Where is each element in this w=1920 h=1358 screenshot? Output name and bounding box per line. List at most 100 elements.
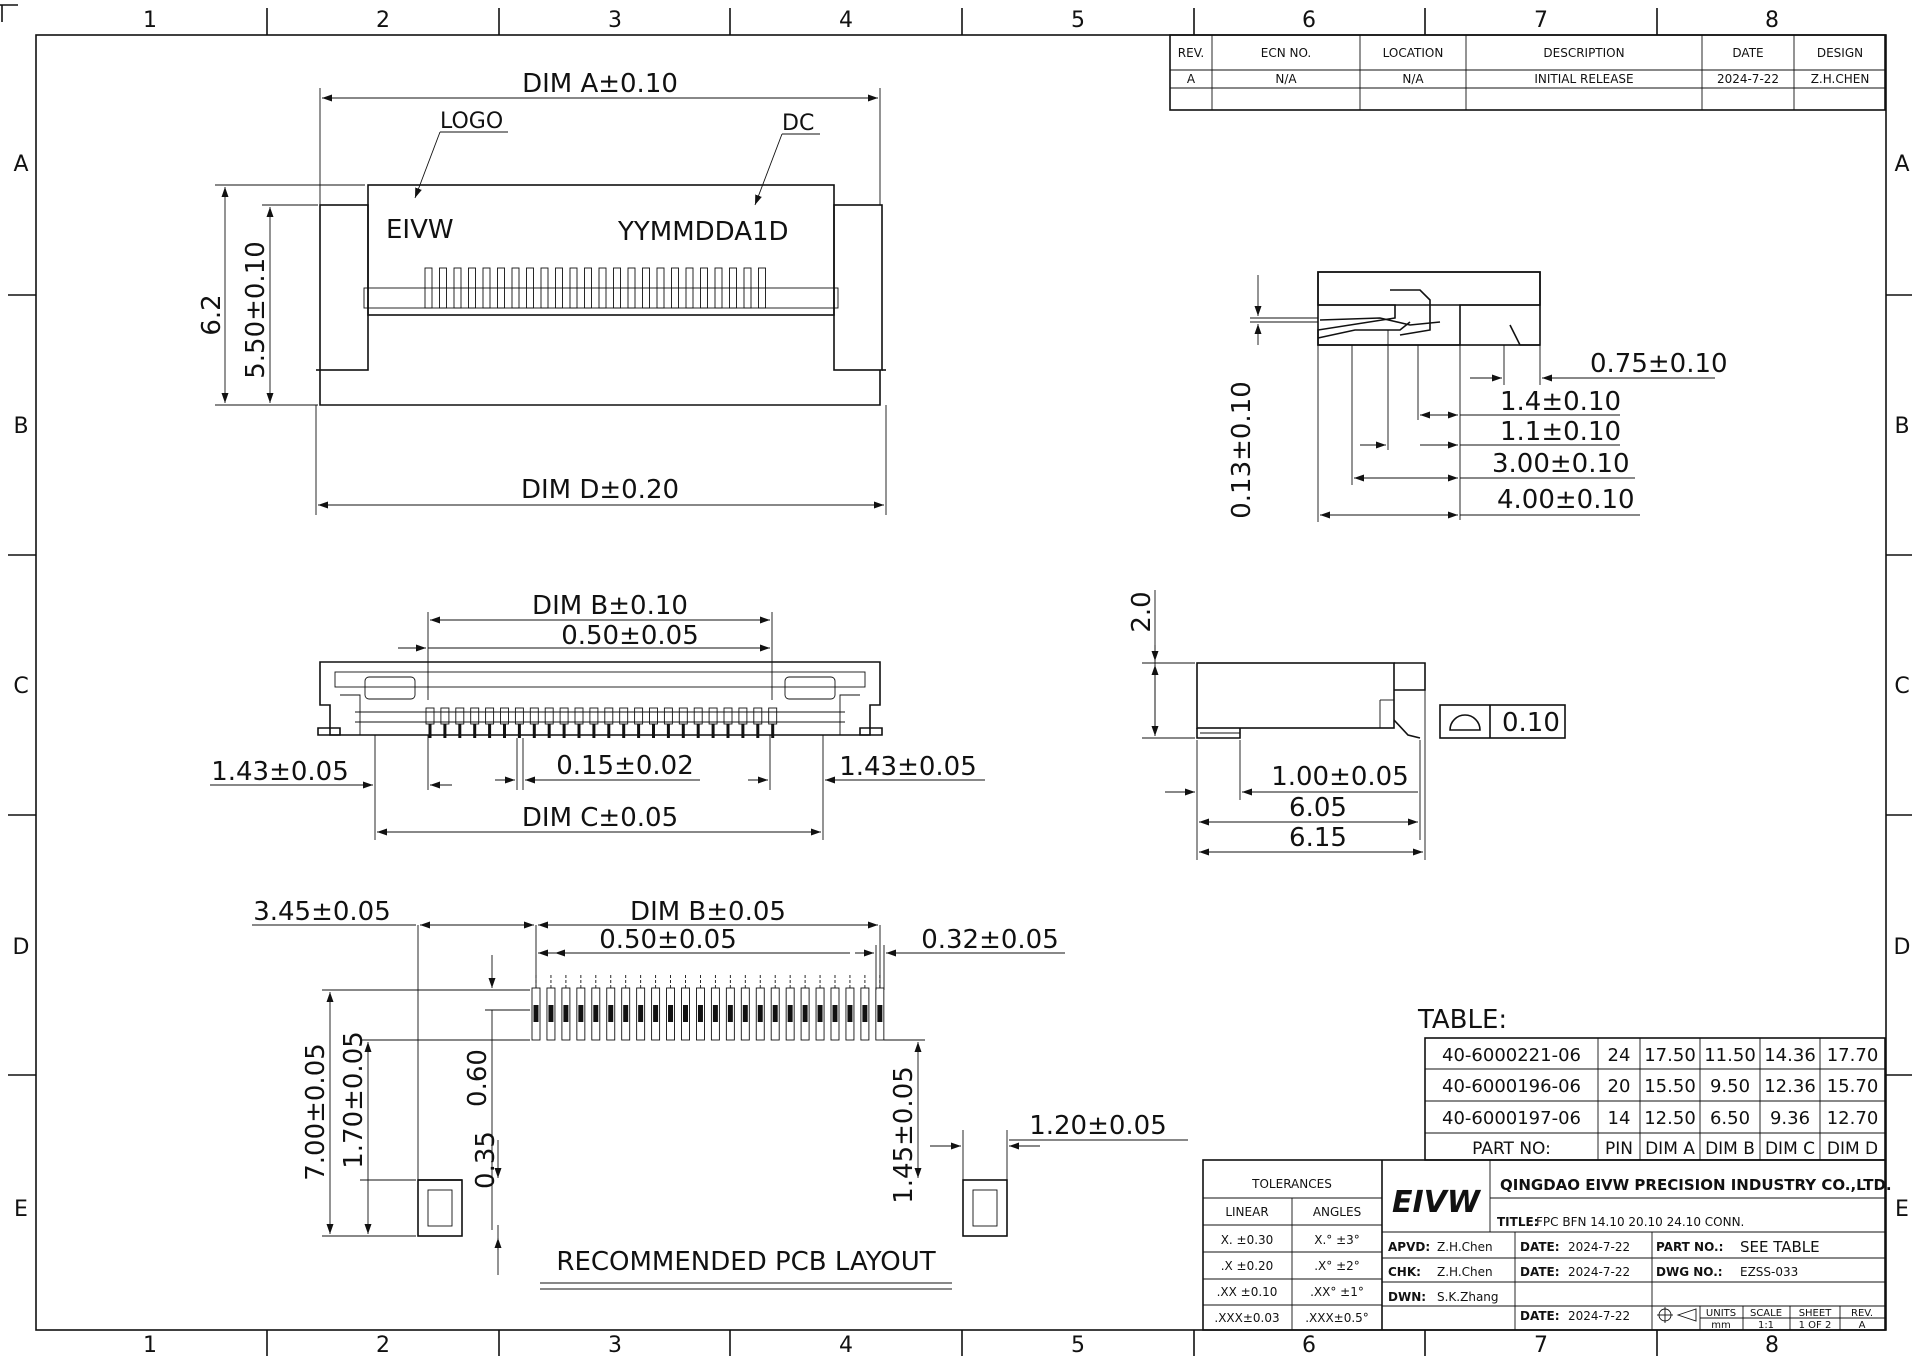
grid-row-left-A: A [13, 152, 28, 177]
grid-row-right-C: C [1894, 674, 1909, 699]
pcb-pad-fill [712, 1005, 718, 1022]
top-view-tooth [700, 267, 708, 309]
top-view-tooth [714, 267, 723, 309]
dim-615-label: 6.15 [1289, 823, 1347, 853]
logo-callout: LOGO [440, 109, 503, 134]
date-value-2: 2024-7-22 [1568, 1265, 1630, 1279]
grid-col-top-6: 6 [1302, 8, 1316, 33]
top-view-tooth [511, 267, 520, 309]
grid-row-right-A: A [1894, 152, 1909, 177]
pcb-170-label: 1.70±0.05 [339, 1031, 369, 1169]
pcb-060-label: 0.60 [463, 1049, 493, 1107]
pcb-pad-fill [638, 1005, 644, 1022]
parts-table-header: PART NO: [1472, 1139, 1551, 1159]
pcb-pad-fill [862, 1005, 868, 1022]
tolerance-linear-cell: X. ±0.30 [1221, 1233, 1274, 1247]
side-section-view: 0.13±0.10 0.75±0.10 1.4±0.10 1.1±0.10 3.… [1227, 271, 1728, 522]
parts-table-cell: 14.36 [1764, 1045, 1816, 1066]
pcb-pad-fill [623, 1005, 629, 1022]
tolerances-heading: TOLERANCES [1251, 1177, 1332, 1191]
logo-text: EIVW [386, 215, 454, 245]
front-pin-lead [652, 724, 655, 738]
dwg-no-label: DWG NO.: [1656, 1265, 1723, 1279]
parts-table-cell: 24 [1608, 1045, 1631, 1066]
front-view: DIM B±0.10 0.50±0.05 1.43±0.05 0.15±0.02 [210, 591, 985, 840]
sheet-label: SHEET [1799, 1308, 1833, 1319]
date-value-3: 2024-7-22 [1568, 1309, 1630, 1323]
top-view-tooth [656, 267, 665, 309]
front-pin-lead [622, 724, 626, 738]
pcb-layout-title: RECOMMENDED PCB LAYOUT [556, 1247, 935, 1277]
top-view-tooth [569, 267, 578, 309]
rev-header-location: LOCATION [1383, 46, 1444, 60]
title-label: TITLE: [1497, 1215, 1538, 1229]
parts-table-cell: 12.70 [1827, 1108, 1879, 1129]
parts-table-cell: 12.50 [1644, 1108, 1696, 1129]
front-pin-lead [756, 724, 760, 738]
front-pin-lead [473, 724, 477, 738]
dim-605-label: 6.05 [1289, 793, 1347, 823]
scale-value: 1:1 [1758, 1320, 1774, 1331]
dim-100-label: 1.00±0.05 [1271, 762, 1409, 792]
top-view-tooth [743, 267, 752, 309]
rev-cell-design: Z.H.CHEN [1811, 72, 1870, 86]
dim-11-label: 1.1±0.10 [1500, 417, 1621, 447]
grid-col-bottom-4: 4 [839, 1333, 853, 1358]
pcb-pad-fill [668, 1005, 674, 1022]
grid-col-bottom-2: 2 [376, 1333, 390, 1358]
parts-table-header: DIM D [1827, 1139, 1878, 1159]
top-view: DIM A±0.10 EIVW YYMMDDA1D LOGO DC 6.2 5.… [197, 69, 887, 515]
pcb-pads [531, 975, 885, 1041]
rev-value: A [1859, 1320, 1866, 1331]
grid-col-top-1: 1 [143, 8, 157, 33]
pcb-345-label: 3.45±0.05 [253, 897, 391, 927]
front-pin-lead [741, 724, 745, 738]
grid-col-bottom-7: 7 [1534, 1333, 1548, 1358]
top-view-contacts [424, 267, 766, 309]
projection-symbol [1657, 1307, 1697, 1323]
pcb-pad-fill [563, 1005, 569, 1022]
top-view-tooth [613, 267, 621, 309]
grid-row-right-D: D [1894, 935, 1911, 960]
pcb-700-label: 7.00±0.05 [301, 1043, 331, 1181]
grid-row-left-E: E [14, 1197, 28, 1222]
pcb-pad-fill [832, 1005, 838, 1022]
rev-header-description: DESCRIPTION [1543, 46, 1624, 60]
parts-table-cell: 40-6000221-06 [1442, 1045, 1581, 1066]
parts-table-header: DIM B [1705, 1139, 1755, 1159]
front-pin-lead [532, 724, 536, 738]
parts-table-header: DIM C [1765, 1139, 1815, 1159]
front-pin-lead [443, 724, 447, 738]
top-view-tooth [729, 267, 737, 309]
side-height-label: 2.0 [1127, 591, 1157, 632]
drawing-border [0, 4, 1887, 1331]
parts-table-cell: 15.50 [1644, 1076, 1696, 1097]
height-body-label: 5.50±0.10 [241, 241, 271, 379]
parts-table-cell: 11.50 [1704, 1045, 1756, 1066]
company-name: QINGDAO EIVW PRECISION INDUSTRY CO.,LTD. [1500, 1176, 1892, 1194]
grid-row-right-B: B [1894, 414, 1909, 439]
top-view-tooth [497, 267, 505, 309]
pcb-pad-fill [533, 1005, 539, 1022]
grid-ticks [8, 8, 1912, 1356]
grid-col-top-8: 8 [1765, 8, 1779, 33]
tolerance-angle-cell: .XXX±0.5° [1305, 1311, 1369, 1325]
rev-cell-date: 2024-7-22 [1717, 72, 1779, 86]
dc-callout: DC [782, 111, 814, 136]
pcb-pad-fill [817, 1005, 823, 1022]
front-pin-lead [666, 724, 670, 738]
pcb-pad-fill [683, 1005, 688, 1022]
tolerance-linear-cell: .X ±0.20 [1221, 1259, 1274, 1273]
chk-label: CHK: [1388, 1265, 1421, 1279]
rev-cell-rev: A [1187, 72, 1196, 86]
grid-col-top-2: 2 [376, 8, 390, 33]
part-no-value: SEE TABLE [1740, 1238, 1820, 1256]
rev-header-date: DATE [1732, 46, 1763, 60]
front-pin-lead [428, 724, 432, 738]
tolerance-angle-cell: .XX° ±1° [1310, 1285, 1364, 1299]
top-view-tooth [685, 267, 694, 309]
pcb-pad-fill [608, 1005, 614, 1022]
